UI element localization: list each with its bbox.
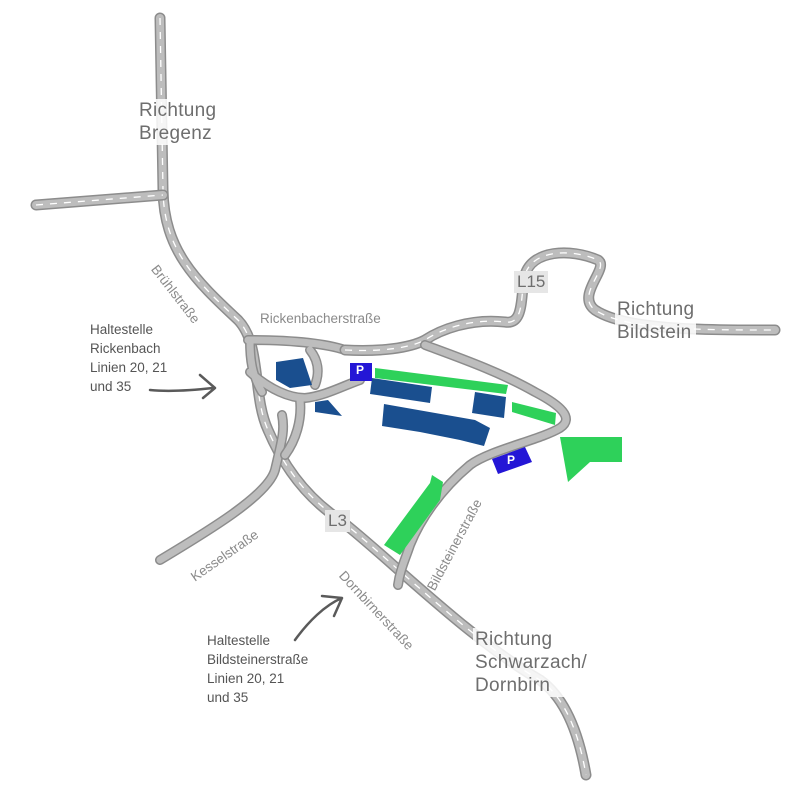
- direction-schwarzach: Richtung Schwarzach/ Dornbirn: [473, 628, 590, 697]
- bus-stop-bildsteinerstrasse-line-1: Haltestelle: [207, 633, 271, 648]
- parking-label-1: P: [356, 363, 365, 377]
- parking-areas: [350, 363, 532, 474]
- building-2: [315, 400, 342, 416]
- parking-2: [492, 447, 532, 474]
- road-l15: [339, 247, 781, 356]
- bus-stop-bildsteinerstrasse-line-3: Linien 20, 21: [207, 671, 285, 686]
- building-3: [370, 378, 432, 403]
- bus-stop-rickenbach-line-3: Linien 20, 21: [90, 360, 168, 375]
- buildings: [276, 358, 506, 446]
- direction-schwarzach-line-3: Dornbirn: [475, 675, 551, 696]
- parking-label-2: P: [507, 453, 516, 467]
- direction-bildstein: Richtung Bildstein: [615, 298, 697, 344]
- green-strip-east: [512, 402, 556, 425]
- direction-bregenz-line-1: Richtung: [139, 100, 217, 121]
- green-area-east: [560, 437, 622, 482]
- arrow-rickenbach: [148, 373, 217, 400]
- direction-bregenz: Richtung Bregenz: [137, 99, 219, 145]
- building-5: [472, 392, 506, 418]
- bus-stop-bildsteinerstrasse: Haltestelle Bildsteinerstraße Linien 20,…: [207, 631, 308, 707]
- green-strip-north: [375, 368, 508, 394]
- bus-stop-bildsteinerstrasse-line-2: Bildsteinerstraße: [207, 652, 309, 667]
- building-1: [276, 358, 312, 388]
- green-areas: [375, 368, 622, 555]
- bus-stop-bildsteinerstrasse-line-4: und 35: [207, 690, 249, 705]
- direction-bildstein-line-1: Richtung: [617, 299, 695, 320]
- bus-stop-arrows: [148, 373, 344, 642]
- direction-bildstein-line-2: Bildstein: [617, 322, 692, 343]
- bus-stop-rickenbach-line-1: Haltestelle: [90, 322, 154, 337]
- street-rickenbacher: Rickenbacherstraße: [258, 311, 383, 326]
- parking-1: [350, 363, 372, 381]
- direction-schwarzach-line-2: Schwarzach/: [475, 652, 588, 673]
- direction-schwarzach-line-1: Richtung: [475, 629, 553, 650]
- bus-stop-rickenbach: Haltestelle Rickenbach Linien 20, 21 und…: [90, 320, 167, 396]
- arrow-bildsteinerstrasse: [293, 594, 344, 642]
- building-4: [382, 404, 490, 446]
- green-area-south: [384, 475, 443, 555]
- road-number-l15: L15: [514, 271, 549, 293]
- direction-bregenz-line-2: Bregenz: [139, 123, 212, 144]
- road-number-l3: L3: [325, 510, 350, 532]
- bus-stop-rickenbach-line-2: Rickenbach: [90, 341, 161, 356]
- bus-stop-rickenbach-line-4: und 35: [90, 379, 132, 394]
